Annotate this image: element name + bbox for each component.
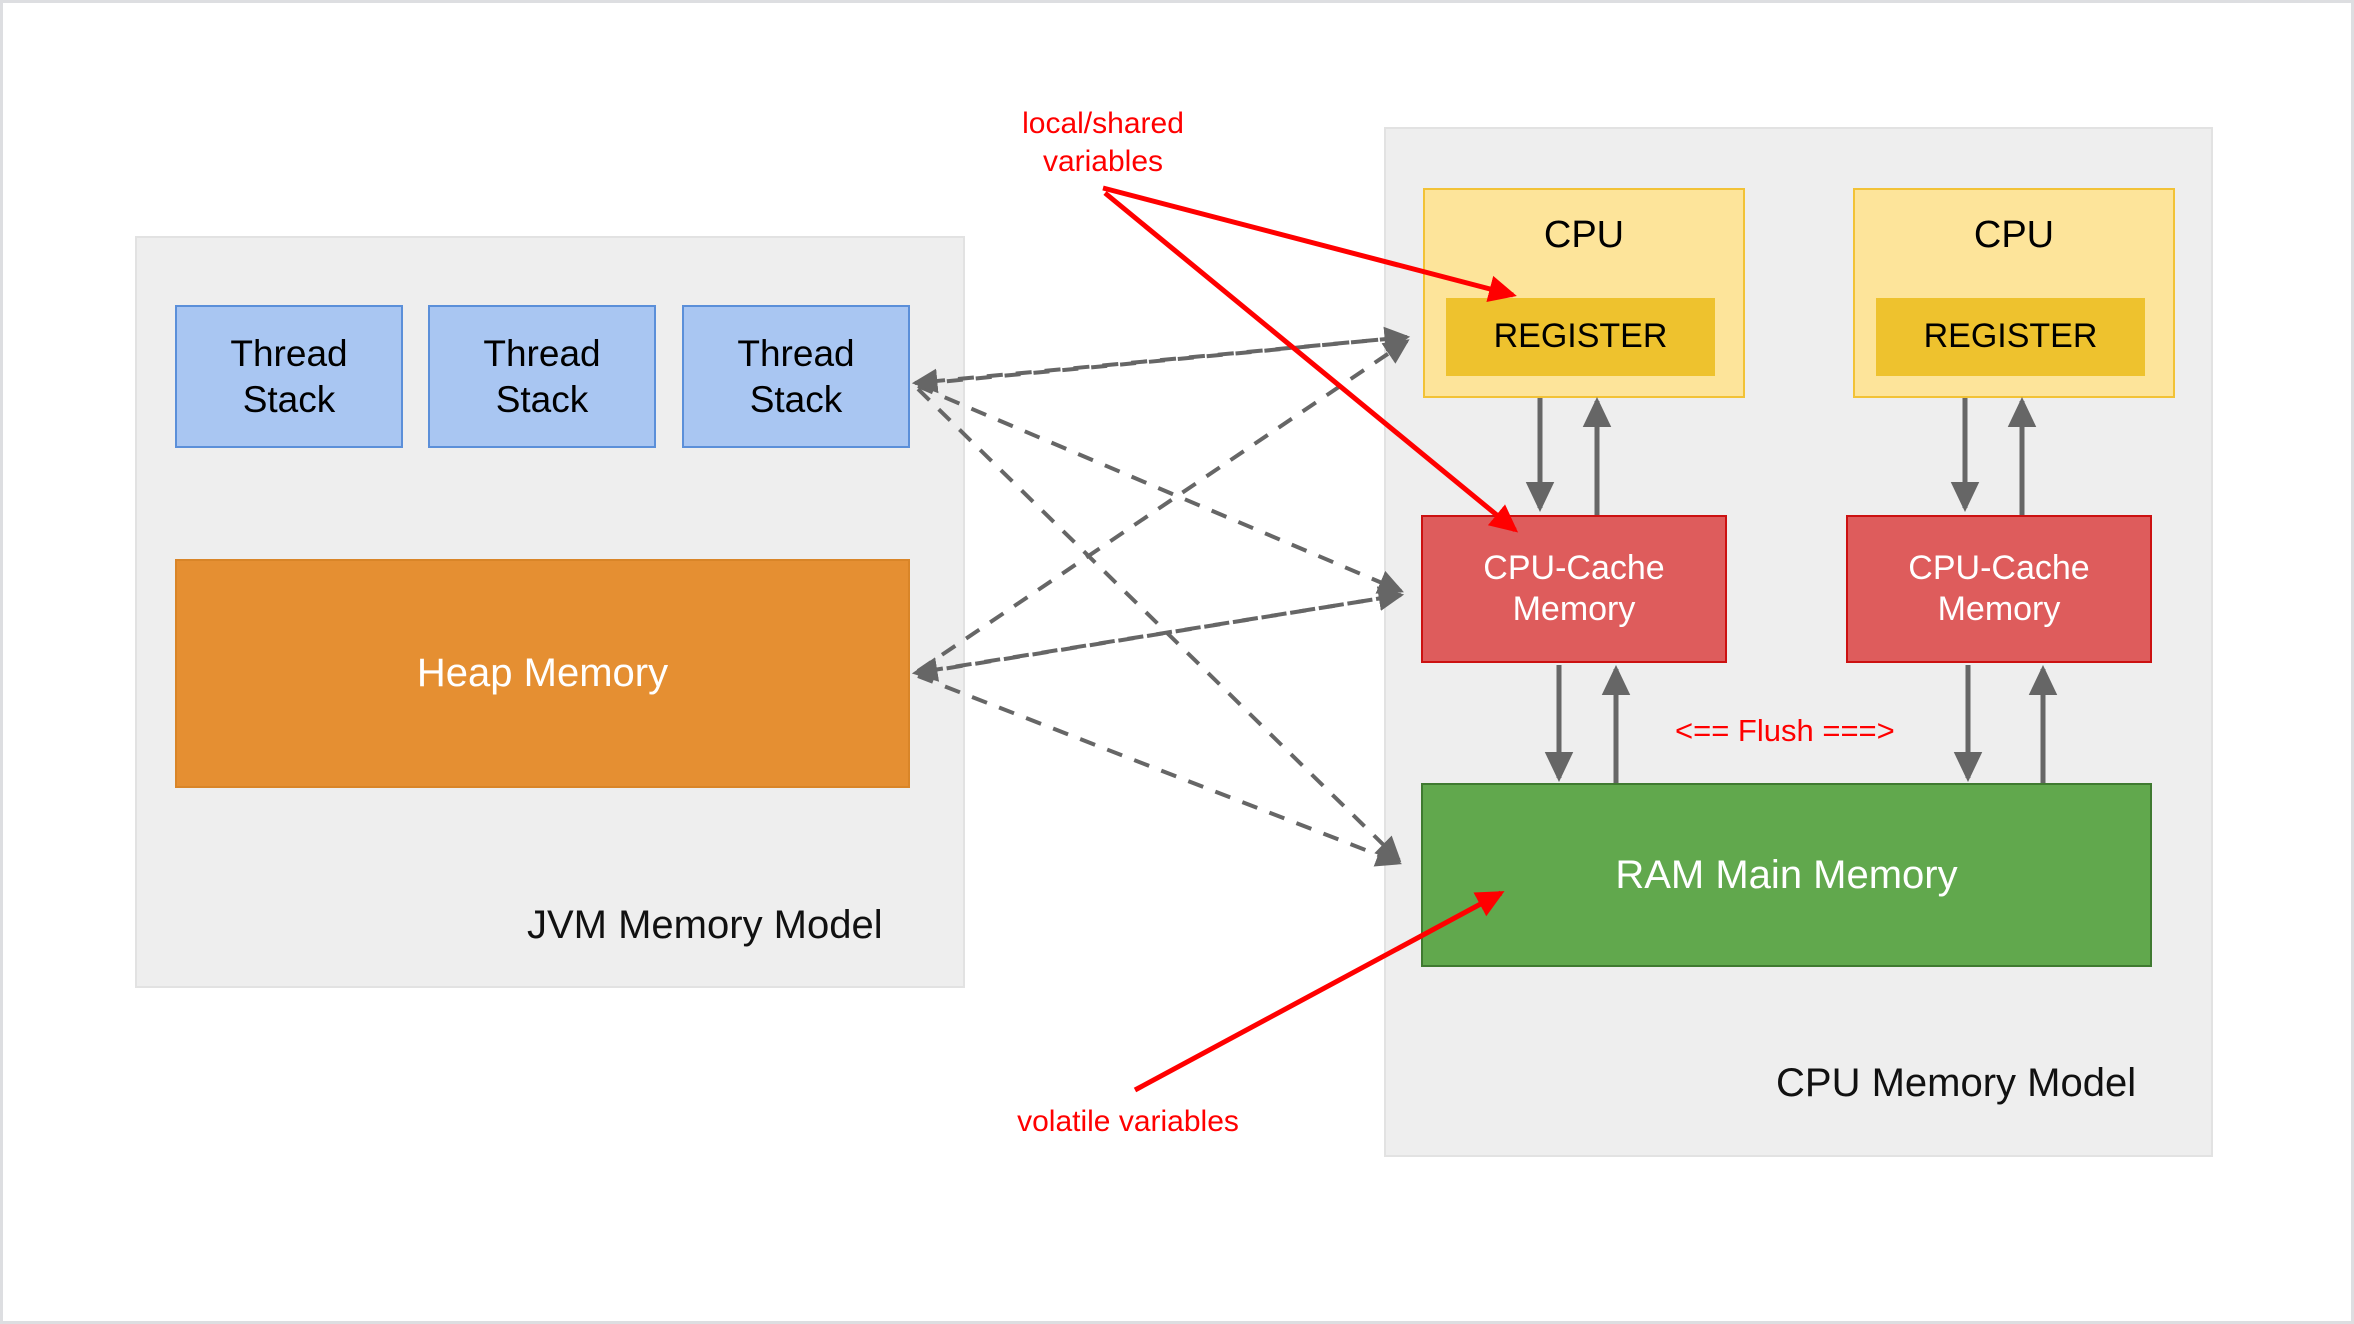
ram-main-memory-box[interactable]: RAM Main Memory bbox=[1421, 783, 2152, 967]
jvm-panel-title: JVM Memory Model bbox=[527, 903, 883, 947]
heap-memory-box[interactable]: Heap Memory bbox=[175, 559, 910, 788]
register-box-2[interactable]: REGISTER bbox=[1876, 298, 2145, 376]
volatile-variables-annotation: volatile variables bbox=[1017, 1105, 1239, 1138]
cpu-panel-title: CPU Memory Model bbox=[1776, 1061, 2137, 1105]
register-box-1[interactable]: REGISTER bbox=[1446, 298, 1715, 376]
flush-label: <== Flush ===> bbox=[1675, 713, 1895, 748]
